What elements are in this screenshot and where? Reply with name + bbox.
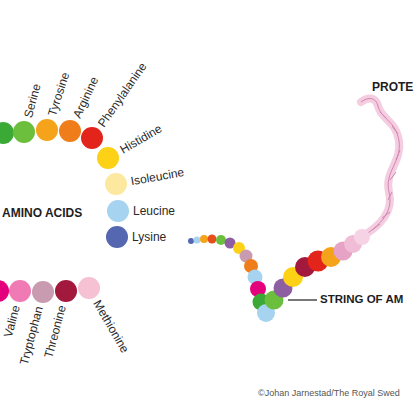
amino-acid-circle: Arginine (59, 120, 81, 142)
amino-acid-circle: Phenylalanine (81, 127, 103, 149)
amino-acid-circle: Histidine (97, 147, 119, 169)
amino-acid-circle (0, 280, 9, 302)
amino-acid-circle: Methionine (78, 277, 100, 299)
amino-acid-name: Histidine (117, 121, 164, 156)
amino-acid-name: Phenylalanine (95, 60, 150, 130)
amino-acid-circle: Tyrosine (36, 119, 58, 141)
amino-acid-circle: Valine (9, 280, 31, 302)
credit-note: ©Johan Jarnestad/The Royal Swed (258, 388, 400, 398)
amino-acid-name: Serine (21, 82, 44, 119)
amino-acid-circle: Leucine (107, 200, 129, 222)
leader-line (288, 299, 317, 300)
amino-acid-name: Isoleucine (130, 165, 186, 188)
amino-acid-name: Lysine (132, 230, 166, 244)
protein-ribbon (360, 99, 400, 238)
amino-acid-name: Arginine (70, 75, 101, 121)
amino-acid-circle: Lysine (106, 226, 128, 248)
amino-acid-name: Threonine (41, 304, 69, 360)
amino-acid-name: Tryptophan (17, 305, 46, 367)
amino-acid-circle (0, 122, 14, 144)
amino-acid-string (188, 229, 370, 322)
amino-acid-name: Tyrosine (45, 70, 72, 117)
amino-acid-circle: Isoleucine (105, 173, 127, 195)
amino-acid-circle: Tryptophan (32, 281, 54, 303)
amino-acid-circle: Threonine (55, 280, 77, 302)
amino-acid-name: Valine (1, 304, 23, 339)
callout-label: PROTE (372, 80, 413, 94)
section-title: AMINO ACIDS (2, 206, 82, 220)
amino-acid-circle: Serine (13, 121, 35, 143)
callout-label: STRING OF AM (320, 293, 403, 305)
amino-acid-name: Methionine (90, 297, 131, 355)
amino-acid-name: Leucine (133, 204, 175, 218)
